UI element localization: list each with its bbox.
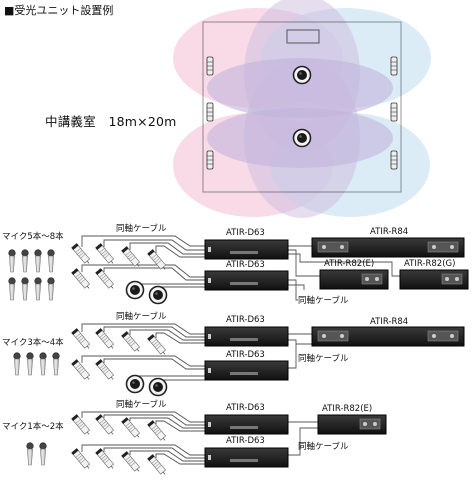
microphone-icon xyxy=(47,249,55,273)
atir-r82e-label: ATIR-R82(E) xyxy=(324,259,375,269)
coax-cable-label: 同軸ケーブル xyxy=(116,224,167,234)
microphone-icon xyxy=(39,442,47,466)
atir-d63-unit xyxy=(204,414,289,435)
ir-receiver-icon xyxy=(94,413,117,438)
ir-receivers-group-1 xyxy=(70,242,169,305)
microphone-icon xyxy=(52,352,60,376)
wall-receiver-icon xyxy=(390,102,398,122)
dome-receiver-icon xyxy=(125,374,145,394)
dome-receiver-icon xyxy=(148,285,168,305)
mic-count-label: マイク5本～8本 xyxy=(2,232,64,242)
wall-receiver-icon xyxy=(206,102,214,122)
atir-d63-label: ATIR-D63 xyxy=(226,228,265,238)
ir-receiver-icon xyxy=(120,330,143,355)
atir-r82e-unit xyxy=(317,414,387,435)
atir-d63-label: ATIR-D63 xyxy=(226,436,265,446)
ir-receivers-group-2 xyxy=(70,327,169,397)
devices xyxy=(204,237,469,468)
mic-group-1 xyxy=(8,249,55,301)
wall-receiver-icon xyxy=(390,150,398,170)
ir-receiver-icon xyxy=(146,333,169,358)
wall-receiver-icon xyxy=(206,56,214,76)
coax-cable-label: 同軸ケーブル xyxy=(116,400,167,410)
ir-receiver-icon xyxy=(70,327,93,352)
mic-group-3 xyxy=(26,442,47,466)
microphone-icon xyxy=(26,442,34,466)
ir-receiver-icon xyxy=(94,358,117,383)
ir-receiver-icon xyxy=(120,416,143,441)
ir-receiver-icon xyxy=(70,267,93,292)
blackboard xyxy=(286,29,320,44)
atir-r84-label: ATIR-R84 xyxy=(370,227,409,237)
page-title: ■受光ユニット設置例 xyxy=(4,4,114,17)
microphone-icon xyxy=(39,352,47,376)
coax-cable-label: 同軸ケーブル xyxy=(298,442,349,452)
atir-d63-label: ATIR-D63 xyxy=(226,350,265,360)
microphone-icon xyxy=(8,249,16,273)
coax-cables xyxy=(81,235,400,465)
ir-receiver-icon xyxy=(70,358,93,383)
ir-receiver-icon xyxy=(70,242,93,267)
atir-d63-unit xyxy=(204,447,289,468)
atir-r82e-label: ATIR-R82(E) xyxy=(322,404,373,414)
ir-receiver-icon xyxy=(70,413,93,438)
atir-d63-label: ATIR-D63 xyxy=(226,403,265,413)
ceiling-receiver-icon xyxy=(292,65,312,85)
ir-receiver-icon xyxy=(94,267,117,292)
ceiling-receiver-icon xyxy=(292,128,312,148)
atir-d63-unit xyxy=(204,270,289,291)
room-plan xyxy=(173,0,431,218)
atir-r84-unit xyxy=(311,237,465,258)
ir-receiver-icon xyxy=(94,242,117,267)
ir-receiver-icon xyxy=(94,327,117,352)
atir-d63-unit xyxy=(204,239,289,260)
coverage-band xyxy=(207,58,393,118)
ir-receiver-icon xyxy=(94,447,117,472)
microphone-icon xyxy=(13,352,21,376)
atir-d63-label: ATIR-D63 xyxy=(226,260,265,270)
ir-receiver-icon xyxy=(146,419,169,444)
dome-receiver-icon xyxy=(125,280,145,300)
room-label: 中講義室 18m×20m xyxy=(45,114,177,129)
atir-r82g-unit xyxy=(399,269,469,290)
mic-group-2 xyxy=(13,352,60,376)
coax-cable-label: 同軸ケーブル xyxy=(298,354,349,364)
coax-cable-label: 同軸ケーブル xyxy=(116,312,167,322)
microphone-icon xyxy=(21,249,29,273)
dome-receiver-icon xyxy=(148,377,168,397)
microphone-icon xyxy=(47,277,55,301)
ir-receiver-icon xyxy=(70,447,93,472)
atir-r84-unit xyxy=(311,326,465,347)
atir-d63-unit xyxy=(204,360,289,381)
wall-receiver-icon xyxy=(206,150,214,170)
mic-count-label: マイク3本～4本 xyxy=(2,338,64,348)
atir-r82e-unit xyxy=(319,269,389,290)
microphone-icon xyxy=(26,352,34,376)
atir-r84-label: ATIR-R84 xyxy=(370,317,409,327)
wall-receiver-icon xyxy=(390,56,398,76)
microphone-icon xyxy=(34,277,42,301)
atir-d63-unit xyxy=(204,326,289,347)
microphone-icon xyxy=(21,277,29,301)
mic-count-label: マイク1本～2本 xyxy=(2,422,64,432)
ir-receiver-icon xyxy=(120,450,143,475)
ir-receiver-icon xyxy=(146,453,169,478)
microphone-icon xyxy=(8,277,16,301)
atir-d63-label: ATIR-D63 xyxy=(226,315,265,325)
atir-r82g-label: ATIR-R82(G) xyxy=(404,259,456,269)
coax-cable-label: 同軸ケーブル xyxy=(298,296,349,306)
microphone-icon xyxy=(34,249,42,273)
